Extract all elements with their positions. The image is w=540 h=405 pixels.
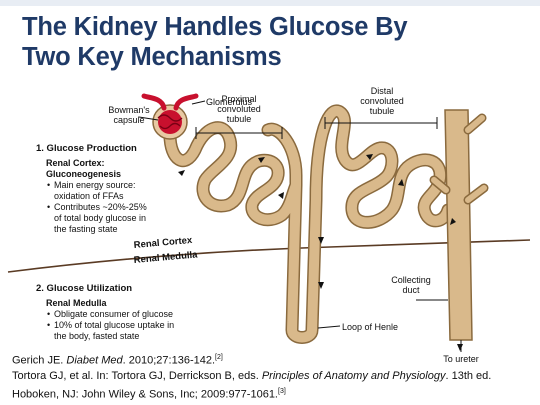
glucose-production-sub-2: Gluconeogenesis — [46, 169, 122, 179]
glucose-utilization-block: 2. Glucose Utilization Renal Medulla Obl… — [36, 283, 174, 342]
glucose-production-heading: 1. Glucose Production — [36, 143, 137, 154]
ref1-journal: Diabet Med — [66, 354, 123, 367]
label-bowmans-1: Bowman's — [108, 105, 150, 115]
label-loop-of-henle: Loop of Henle — [342, 322, 398, 332]
label-distal-2: convoluted — [360, 96, 404, 106]
label-distal-1: Distal — [371, 86, 394, 96]
title-line-1: The Kidney Handles Glucose By — [22, 13, 408, 41]
label-proximal-1: Proximal — [221, 94, 256, 104]
arrow-icon — [398, 179, 404, 186]
list-item: Obligate consumer of glucose — [47, 309, 174, 320]
label-proximal-3: tubule — [227, 114, 252, 124]
ref2-c: Hoboken, NJ: John Wiley & Sons, Inc; 200… — [12, 388, 278, 401]
arrow-icon — [258, 157, 265, 163]
glucose-production-sub-1: Renal Cortex: — [46, 158, 105, 168]
label-brackets — [138, 100, 462, 352]
arrow-icon — [366, 154, 373, 160]
ref2-b: . 13th ed. — [445, 369, 492, 382]
references: Gerich JE. Diabet Med. 2010;27:136-142.[… — [12, 350, 537, 402]
label-bowmans-2: capsule — [113, 115, 144, 125]
label-glomerulus: Glomerulus — [206, 97, 253, 107]
glucose-utilization-sub: Renal Medulla — [46, 298, 107, 308]
glucose-production-block: 1. Glucose Production Renal Cortex: Gluc… — [36, 143, 147, 235]
ref1-author: Gerich JE. — [12, 354, 67, 367]
glucose-utilization-heading: 2. Glucose Utilization — [36, 283, 133, 294]
cortex-medulla-boundary — [7, 239, 531, 273]
bullet-line: oxidation of FFAs — [54, 191, 124, 201]
arrow-icon — [278, 192, 284, 199]
ref1-rest: . 2010;27:136-142. — [122, 354, 216, 367]
label-collecting-2: duct — [402, 285, 420, 295]
glomerulus — [141, 93, 199, 140]
arrow-icon — [318, 282, 324, 289]
reference-1: Gerich JE. Diabet Med. 2010;27:136-142.[… — [12, 350, 537, 369]
list-item: Main energy source: oxidation of FFAs — [47, 180, 147, 202]
title-line-2: Two Key Mechanisms — [22, 43, 282, 71]
nephron-tubule — [163, 104, 455, 344]
ref2-sup: [3] — [278, 387, 286, 395]
arrow-icon — [318, 237, 324, 244]
bullet-line: of total body glucose in — [54, 213, 147, 223]
ref1-sup: [2] — [215, 354, 223, 361]
bullet-line: 10% of total glucose uptake in — [54, 320, 175, 330]
collecting-duct — [429, 109, 489, 341]
bullet-line: Obligate consumer of glucose — [54, 309, 174, 319]
top-bar — [0, 0, 540, 6]
label-distal-3: tubule — [370, 106, 395, 116]
reference-2: Tortora GJ, et al. In: Tortora GJ, Derri… — [12, 369, 537, 384]
bullet-line: Main energy source: — [54, 180, 136, 190]
reference-2-cont: Hoboken, NJ: John Wiley & Sons, Inc; 200… — [12, 384, 537, 403]
ref2-book: Principles of Anatomy and Physiology — [261, 369, 446, 382]
label-proximal-2: convoluted — [217, 104, 261, 114]
label-renal-medulla: Renal Medulla — [133, 249, 198, 266]
label-renal-cortex: Renal Cortex — [133, 235, 193, 251]
slide-title: The Kidney Handles Glucose By Two Key Me… — [22, 12, 522, 72]
bullet-line: Contributes ~20%-25% — [54, 202, 147, 212]
arrow-icon — [450, 218, 456, 225]
list-item: Contributes ~20%-25% of total body gluco… — [47, 202, 147, 235]
ref2-a: Tortora GJ, et al. In: Tortora GJ, Derri… — [12, 369, 262, 382]
label-to-ureter: To ureter — [443, 354, 479, 364]
bullet-line: the fasting state — [54, 224, 118, 234]
arrow-icon — [178, 170, 185, 176]
bullet-line: the body, fasted state — [54, 331, 140, 341]
list-item: 10% of total glucose uptake in the body,… — [47, 320, 175, 342]
label-collecting-1: Collecting — [391, 275, 431, 285]
